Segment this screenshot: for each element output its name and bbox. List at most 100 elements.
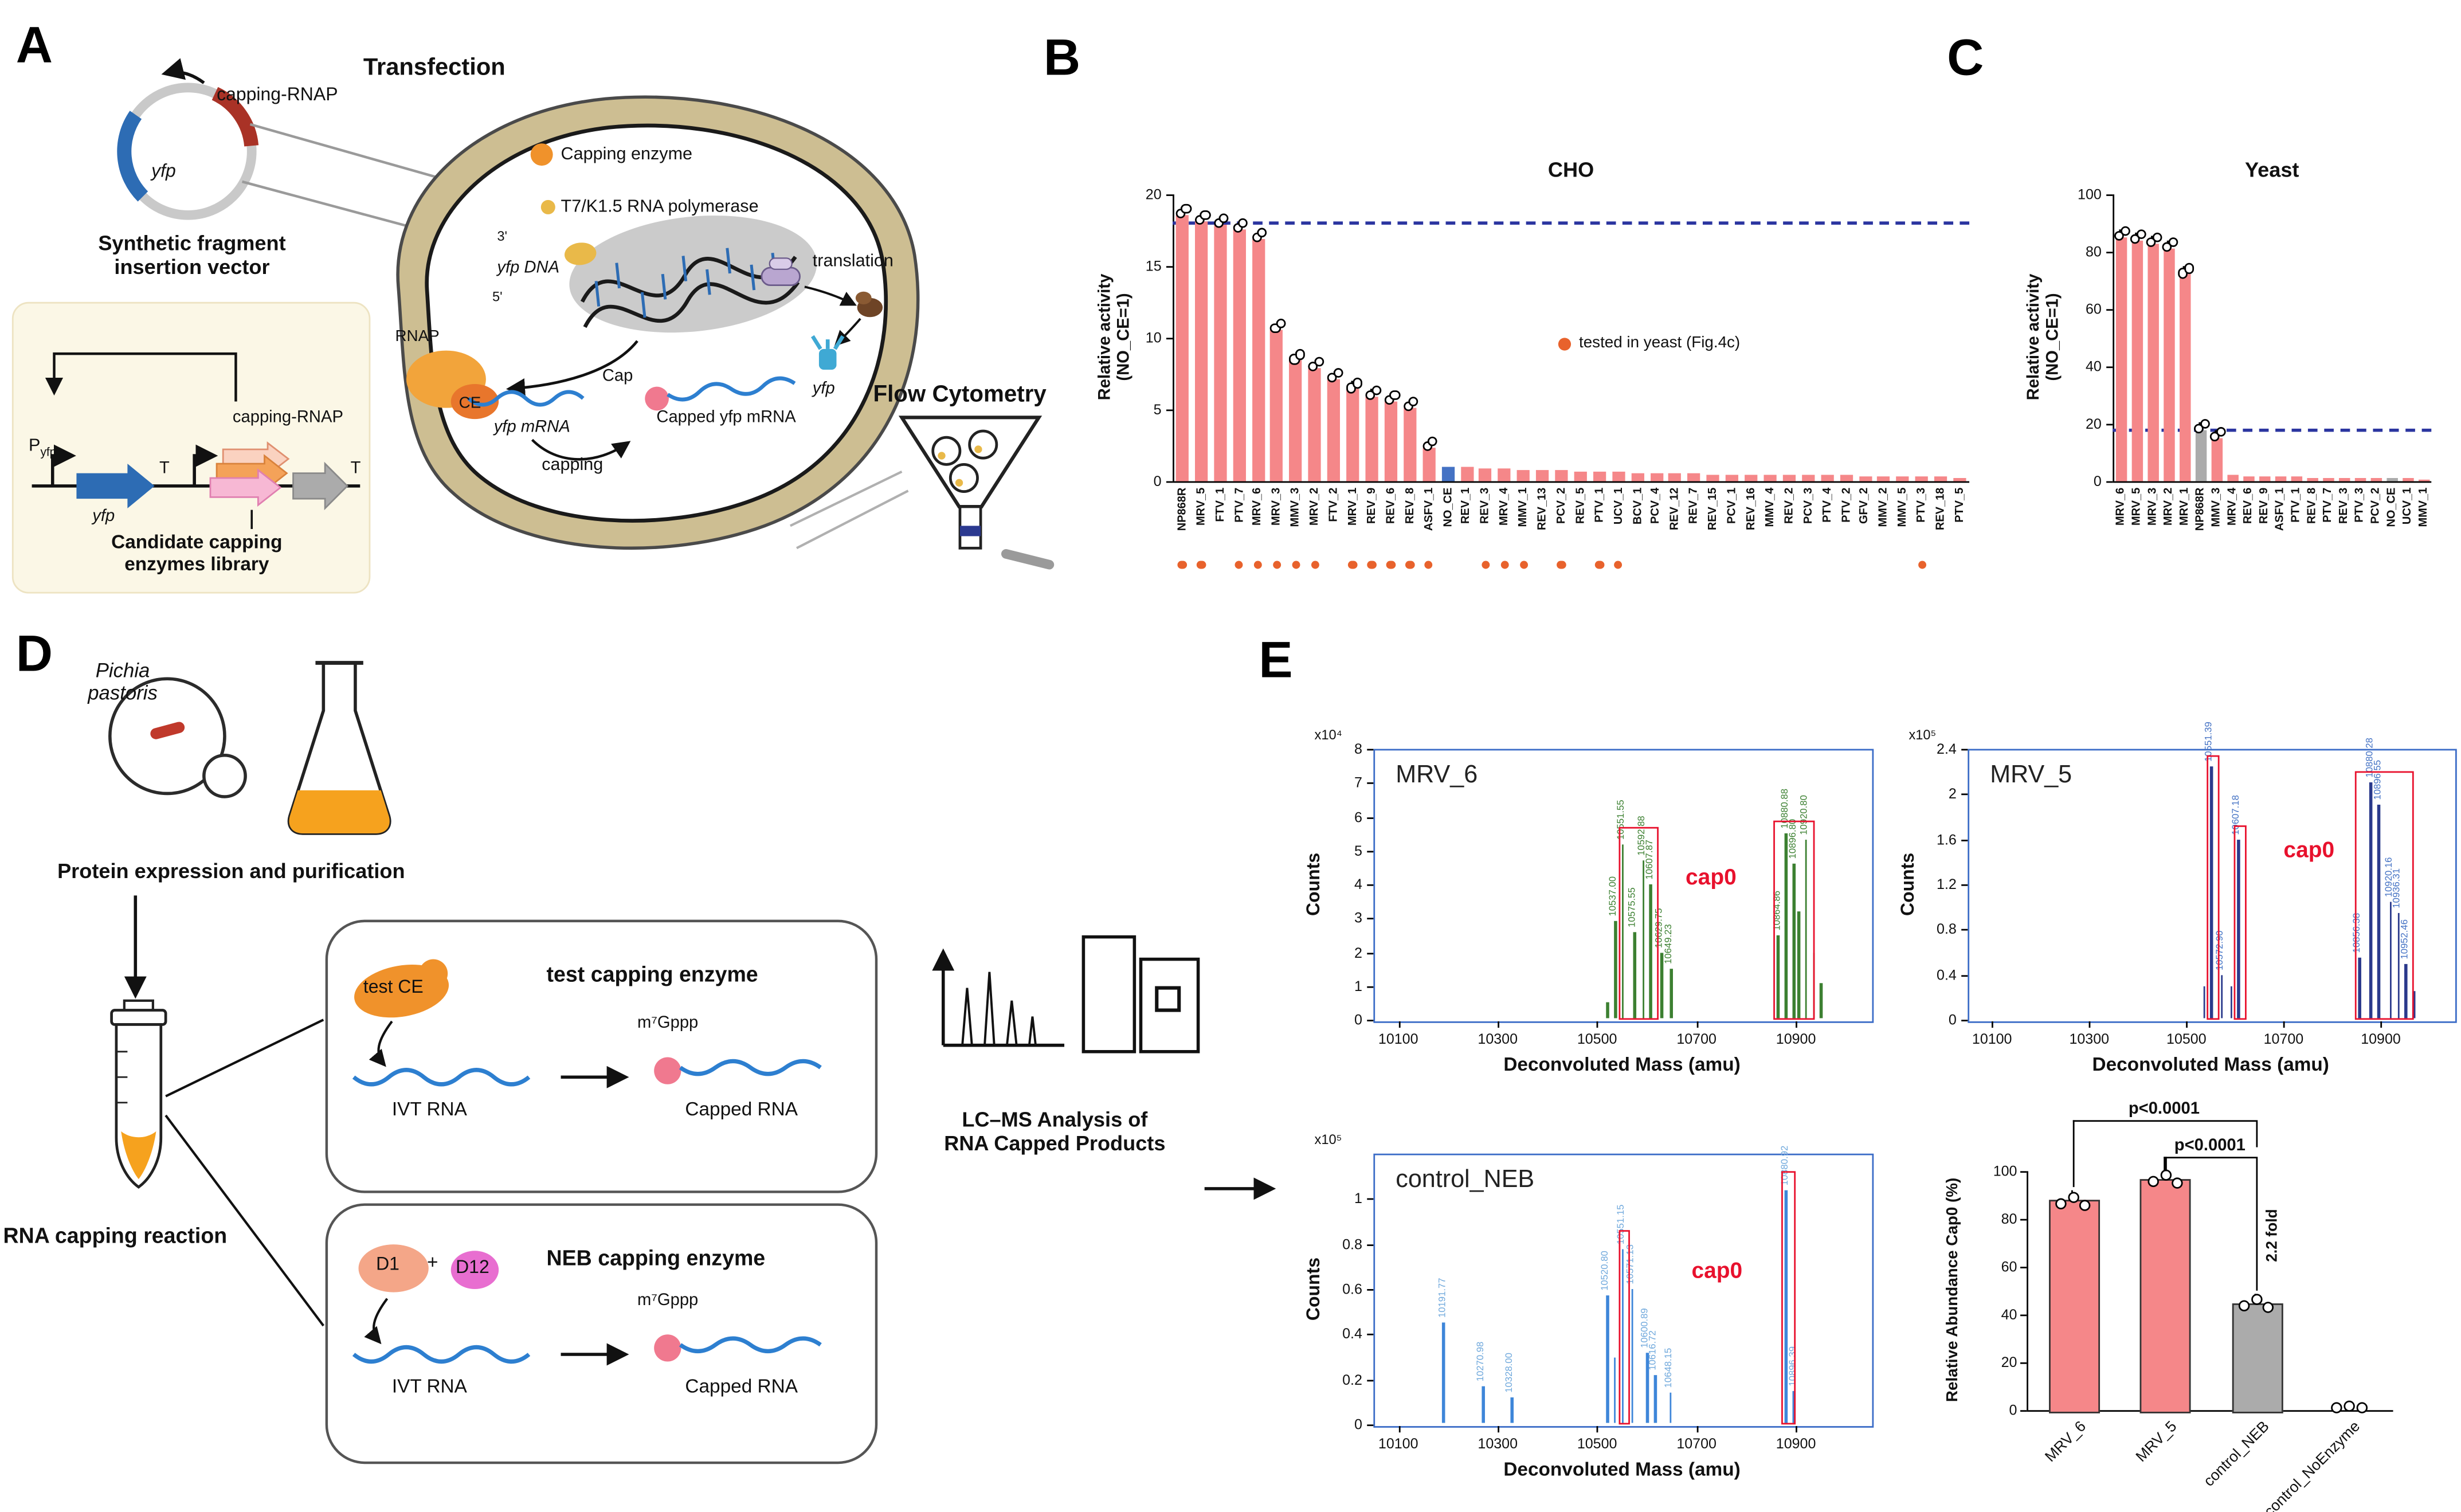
ms-peak: [1660, 952, 1663, 1019]
x-category-label: PCV_3: [1800, 487, 1815, 524]
y-tick-label: 5: [1153, 401, 1162, 417]
plot-y-axis: [2027, 1171, 2028, 1411]
m7gppp-label-1: m⁷Gppp: [637, 1013, 699, 1033]
x-tick-label: 10500: [1577, 1435, 1617, 1452]
rna-capping-label: RNA capping reaction: [3, 1224, 228, 1248]
x-category-label: REV_5: [1572, 487, 1587, 524]
plot-x-axis: [1173, 481, 1970, 483]
ms-peak-mass-label: 10191.77: [1438, 1278, 1448, 1318]
translation-label: translation: [812, 252, 894, 271]
bar-MMV_5: [1896, 477, 1910, 481]
y-tick-label: 80: [2085, 242, 2102, 259]
ivt-rna-wave-1: [352, 1068, 531, 1087]
replicate-point: [1238, 217, 1248, 228]
tested-in-yeast-dot: [1519, 561, 1528, 570]
ms-peak-mass-label: 10328.00: [1506, 1353, 1516, 1393]
y-tick-label: 0: [1354, 1012, 1362, 1028]
y-exponent-label: x10⁴: [1314, 726, 1342, 743]
x-category-label: MRV_2: [2160, 487, 2175, 526]
bar-BCV_1: [1631, 472, 1644, 481]
x-category-label: REV_18: [1933, 487, 1947, 531]
bar-MRV_1: [2178, 275, 2190, 481]
plot-frame: [1373, 1153, 1874, 1428]
bar-MRV_2: [2162, 249, 2174, 481]
y-exponent-label: x10⁵: [1909, 726, 1937, 743]
panel-d-illustration: [108, 661, 1276, 1464]
chart-title: CHO: [1547, 158, 1594, 182]
replicate-point: [1314, 357, 1324, 367]
d12-label: D12: [456, 1259, 489, 1278]
d1-blob: [358, 1244, 429, 1292]
bar-PCV_2: [1555, 470, 1568, 481]
x-category-label: MMV_3: [1287, 487, 1302, 527]
x-category-label: REV_1: [1458, 487, 1473, 524]
x-category-label: FTV_1: [1212, 487, 1226, 522]
ms-peak: [1820, 982, 1823, 1019]
d12-blob: [450, 1251, 499, 1290]
ms-peak: [2397, 912, 2400, 1019]
bracket-line: [2255, 1157, 2258, 1290]
replicate-point: [2183, 263, 2194, 273]
y-tick: [2020, 1171, 2027, 1173]
x-axis-label: Deconvoluted Mass (amu): [1503, 1458, 1741, 1480]
vector-construct-diagram: [11, 301, 371, 594]
x-category-label: MRV_5: [2133, 1418, 2181, 1466]
y-tick-label: 2: [1354, 944, 1362, 960]
tube-icon: [110, 999, 167, 1189]
bar-NP868R: [2194, 429, 2206, 481]
x-tick: [1498, 1426, 1499, 1433]
y-tick: [2106, 481, 2113, 483]
replicate-point: [1352, 378, 1362, 389]
replicate-point: [1428, 437, 1438, 447]
x-category-label: FTV_2: [1326, 487, 1341, 522]
ms-title: control_NEB: [1396, 1166, 1535, 1194]
yfp-protein-label: yfp: [812, 379, 835, 398]
replicate-point: [2168, 237, 2178, 248]
x-category-label: MRV_1: [2176, 487, 2191, 526]
y-tick-label: 0: [2009, 1401, 2017, 1417]
cap0-highlight-box: [1618, 826, 1659, 1020]
x-category-label: MRV_4: [2224, 487, 2239, 526]
x-category-label: UCV_1: [1610, 487, 1625, 525]
replicate-point: [2343, 1400, 2355, 1412]
ms-peak: [2210, 766, 2213, 1019]
tested-in-yeast-dot: [1235, 561, 1244, 570]
replicate-point: [2251, 1294, 2263, 1305]
y-tick-label: 0.8: [1937, 921, 1957, 938]
cap0-label: cap0: [2283, 837, 2335, 863]
x-tick: [2186, 1021, 2188, 1028]
x-axis-label: Deconvoluted Mass (amu): [1503, 1053, 1741, 1076]
y-tick-label: 0: [1354, 1416, 1362, 1433]
panel-label-a: A: [15, 15, 53, 73]
bar-MMV_1: [1517, 469, 1530, 481]
terminator2-label: T: [350, 459, 361, 478]
tested-in-yeast-dot: [1178, 561, 1187, 570]
protein-expression-label: Protein expression and purification: [57, 859, 405, 883]
ms-peak: [1645, 1352, 1649, 1423]
ms-title: MRV_6: [1396, 761, 1478, 789]
y-axis-label: Relative activity (NO_CE=1): [2024, 243, 2063, 431]
x-category-label: PTV_1: [2287, 487, 2302, 523]
bar-GFV_2: [1858, 476, 1872, 481]
x-category-label: REV_12: [1667, 487, 1682, 531]
threshold-dashed-line: [2113, 428, 2432, 432]
x-category-label: REV_2: [1781, 487, 1796, 524]
y-tick: [1367, 1244, 1374, 1246]
y-tick: [1961, 929, 1968, 931]
y-tick: [2020, 1362, 2027, 1364]
ms-peak: [1613, 1357, 1617, 1423]
y-tick: [1961, 749, 1968, 751]
y-tick-label: 100: [1993, 1162, 2017, 1178]
ms-peak: [1669, 1393, 1672, 1423]
bar-MRV_2: [1308, 367, 1322, 481]
ms-peak: [1785, 1189, 1788, 1423]
chart-title: Yeast: [2245, 158, 2299, 182]
x-category-label: REV_6: [2240, 487, 2255, 524]
x-tick: [1696, 1021, 1698, 1028]
x-tick-label: 10500: [1577, 1031, 1617, 1047]
bar-ASFV_1: [2274, 477, 2286, 481]
capping-label: capping: [542, 456, 604, 475]
